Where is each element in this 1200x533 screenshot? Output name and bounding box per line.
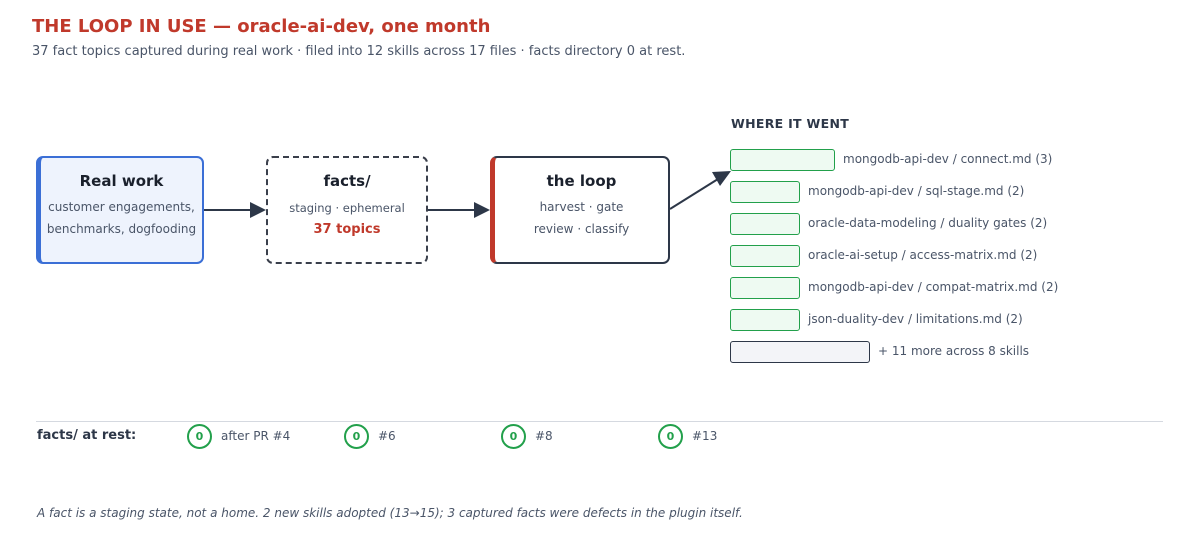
loop-line1: harvest · gate: [539, 200, 624, 214]
loop-title: the loop: [546, 172, 617, 190]
destination-label: mongodb-api-dev / sql-stage.md (2): [808, 184, 1025, 198]
real-work-line2: benchmarks, dogfooding: [46, 222, 197, 236]
divider: [36, 421, 1163, 422]
checkpoint-label: #13: [692, 429, 718, 443]
destination-bar: [730, 181, 800, 203]
destination-label: oracle-data-modeling / duality gates (2): [808, 216, 1048, 230]
page-title: THE LOOP IN USE — oracle-ai-dev, one mon…: [32, 16, 491, 37]
loop-line2: review · classify: [533, 222, 630, 236]
arrow-facts-to-loop: [428, 202, 490, 218]
facts-staging-box: facts/ staging · ephemeral 37 topics: [266, 156, 428, 264]
page-subtitle: 37 fact topics captured during real work…: [32, 44, 686, 59]
checkpoint-count-badge: 0: [658, 424, 683, 449]
destination-bar: [730, 245, 800, 267]
facts-topic-count: 37 topics: [313, 222, 381, 237]
arrow-loop-to-destinations: [669, 171, 731, 210]
destination-bar: [730, 213, 800, 235]
destination-label: mongodb-api-dev / compat-matrix.md (2): [808, 280, 1059, 294]
real-work-line1: customer engagements,: [48, 200, 195, 214]
checkpoint-count-badge: 0: [187, 424, 212, 449]
destination-bar: [730, 341, 870, 363]
real-work-title: Real work: [79, 172, 164, 190]
real-work-box: Real work customer engagements, benchmar…: [36, 156, 204, 264]
destination-label: json-duality-dev / limitations.md (2): [808, 312, 1023, 326]
arrow-real-to-facts: [204, 202, 266, 218]
checkpoint-label: #8: [535, 429, 553, 443]
facts-subtitle: staging · ephemeral: [289, 201, 405, 215]
checkpoint-label: after PR #4: [221, 429, 291, 443]
checkpoint-count-badge: 0: [501, 424, 526, 449]
destination-label: oracle-ai-setup / access-matrix.md (2): [808, 248, 1038, 262]
destination-bar: [730, 277, 800, 299]
checkpoint-label: #6: [378, 429, 396, 443]
loop-box: the loop harvest · gate review · classif…: [490, 156, 670, 264]
destination-label: + 11 more across 8 skills: [878, 344, 1030, 358]
facts-title: facts/: [323, 172, 371, 190]
checkpoint-count-badge: 0: [344, 424, 369, 449]
destination-label: mongodb-api-dev / connect.md (3): [843, 152, 1053, 166]
footnote: A fact is a staging state, not a home. 2…: [37, 506, 743, 520]
destination-bar: [730, 309, 800, 331]
destination-bar: [730, 149, 835, 171]
where-it-went-heading: WHERE IT WENT: [731, 116, 850, 131]
at-rest-label: facts/ at rest:: [37, 428, 137, 443]
